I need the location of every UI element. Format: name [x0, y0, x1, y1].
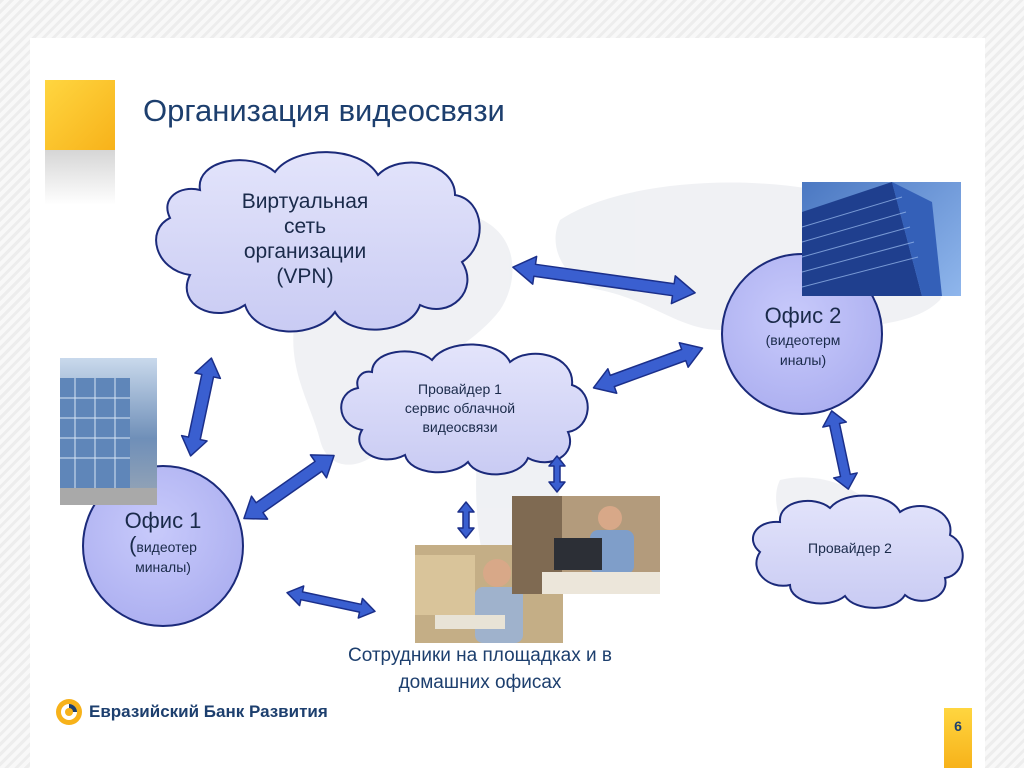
arrow-provider1-employees	[457, 501, 475, 539]
office-building-photo-right	[802, 182, 961, 296]
vpn-cloud-line: организации	[243, 240, 367, 263]
page-number-badge: 6	[944, 708, 972, 768]
vpn-cloud-line: Виртуальная	[241, 190, 369, 213]
office1-sub-line: (видеотер	[98, 532, 228, 557]
provider2-cloud	[751, 494, 964, 609]
provider1-cloud	[340, 343, 589, 476]
page-title: Организация видеосвязи	[143, 93, 505, 128]
office2-sub-line: (видеотерм	[765, 332, 841, 348]
accent-yellow-square	[45, 80, 115, 150]
provider1-cloud-label: Провайдер 1 сервис облачной видеосвязи	[370, 380, 550, 437]
provider1-line: Провайдер 1	[418, 381, 502, 397]
office2-name: Офис 2	[764, 303, 842, 328]
office1-sub-text: видеотер	[136, 539, 197, 555]
vpn-cloud-label: Виртуальная сеть организации (VPN)	[195, 189, 415, 289]
bank-logo: Евразийский Банк Развития	[55, 697, 328, 727]
vpn-cloud-line: (VPN)	[276, 265, 334, 288]
office2-label: Офис 2 (видеотерм иналы)	[738, 302, 868, 370]
provider1-line: сервис облачной	[404, 400, 516, 416]
employee-with-laptop-photo	[512, 496, 660, 594]
arrow-vpn-office2	[512, 255, 696, 305]
vpn-cloud	[155, 151, 481, 333]
office-building-photo-left	[60, 358, 157, 505]
office1-paren: (	[129, 532, 137, 557]
provider1-line: видеосвязи	[422, 419, 498, 435]
arrow-office1-employees	[286, 585, 376, 619]
employees-caption-line: домашних офисах	[398, 672, 562, 693]
employees-caption-line: Сотрудники на площадках и в	[347, 645, 613, 666]
arrow-office2-provider2	[822, 410, 858, 490]
arrow-vpn-office1	[180, 357, 222, 457]
office2-sub-line: иналы)	[779, 352, 827, 368]
arrow-provider1-laptop-worker	[548, 455, 566, 493]
office1-sub-line: миналы)	[135, 559, 191, 575]
bank-logo-icon	[56, 699, 82, 725]
vpn-cloud-line: сеть	[283, 215, 327, 238]
accent-square-reflection	[45, 150, 115, 205]
bank-logo-text: Евразийский Банк Развития	[89, 702, 328, 721]
employees-caption: Сотрудники на площадках и в домашних офи…	[300, 642, 660, 696]
provider2-cloud-label: Провайдер 2	[808, 540, 892, 556]
arrow-office1-provider1	[243, 454, 335, 520]
office1-name: Офис 1	[124, 508, 202, 533]
arrow-provider1-office2	[592, 342, 704, 394]
office1-circle	[82, 465, 244, 627]
office1-label: Офис 1 (видеотер миналы)	[98, 507, 228, 577]
page-number: 6	[954, 718, 962, 734]
